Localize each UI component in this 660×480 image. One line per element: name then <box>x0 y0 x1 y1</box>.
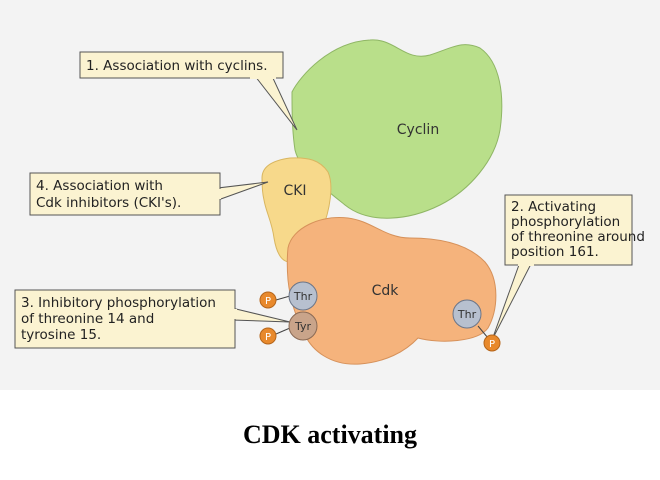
callout-text-line: position 161. <box>511 244 599 260</box>
callout-association-cki: 4. Association with Cdk inhibitors (CKI'… <box>29 172 269 216</box>
residue-tyr-label: Tyr <box>294 320 312 333</box>
callout-text-line: of threonine 14 and <box>21 311 154 327</box>
callout-text-line: Cdk inhibitors (CKI's). <box>36 195 181 211</box>
callout-text-line: 4. Association with <box>36 178 163 194</box>
callout-pointer <box>491 261 533 341</box>
residue-thr-right-label: Thr <box>457 308 477 321</box>
callout-text-line: 3. Inhibitory phosphorylation <box>21 295 216 311</box>
callout-text-line: tyrosine 15. <box>21 327 101 343</box>
phosphate-thr-left-label: P <box>265 296 271 307</box>
callout-box <box>14 289 236 349</box>
cyclin-label: Cyclin <box>397 122 439 138</box>
residue-tyr <box>288 311 318 341</box>
cdk-regulation-diagram: Cyclin CKI Cdk 1. Association with cycli… <box>14 39 645 365</box>
callout-text-line: 2. Activating <box>511 199 596 215</box>
callout-box <box>29 172 221 216</box>
residue-thr-left <box>288 281 318 311</box>
callout-association-cyclins: 1. Association with cyclins. <box>79 51 298 131</box>
phosphate-thr-right-label: P <box>489 339 495 350</box>
activating-site: Thr P <box>452 299 501 352</box>
callout-box <box>79 51 284 79</box>
callout-text-line: 1. Association with cyclins. <box>86 58 267 74</box>
callout-box <box>504 194 633 266</box>
callout-text-line: of threonine around <box>511 229 645 245</box>
phosphate-thr-left <box>259 291 277 309</box>
callout-activating-phosphorylation: 2. Activating phosphorylation of threoni… <box>491 194 645 341</box>
figure-caption: CDK activating <box>242 420 418 449</box>
callout-pointer <box>217 181 269 201</box>
inhibitory-sites: Thr Tyr P P <box>259 281 318 345</box>
cki-label: CKI <box>283 183 306 199</box>
callout-pointer <box>231 307 291 323</box>
cdk-label: Cdk <box>372 283 400 299</box>
callout-inhibitory-phosphorylation: 3. Inhibitory phosphorylation of threoni… <box>14 289 291 349</box>
phosphate-thr-right <box>483 334 501 352</box>
residue-thr-right <box>452 299 482 329</box>
phosphate-tyr <box>259 327 277 345</box>
phosphate-tyr-label: P <box>265 332 271 343</box>
callout-text-line: phosphorylation <box>511 214 620 230</box>
callout-pointer <box>253 75 298 131</box>
residue-thr-left-label: Thr <box>293 290 313 303</box>
